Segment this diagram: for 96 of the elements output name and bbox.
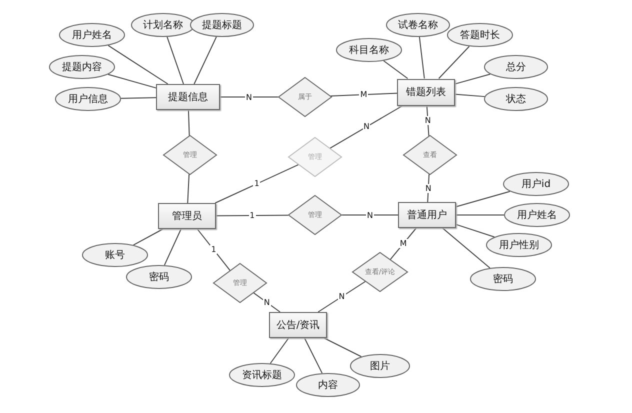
relationship-diamond bbox=[403, 135, 457, 175]
connector-line bbox=[418, 36, 425, 79]
connector-line bbox=[164, 228, 182, 266]
connector-line bbox=[108, 74, 156, 88]
attribute-ellipse bbox=[190, 13, 254, 37]
connector-line bbox=[188, 110, 190, 136]
connector-line bbox=[216, 214, 289, 216]
attribute-ellipse bbox=[55, 87, 121, 111]
cardinality-label: N bbox=[366, 210, 374, 220]
relationship-diamond bbox=[278, 77, 332, 117]
relationship-diamond bbox=[288, 195, 342, 235]
entity-box bbox=[397, 78, 455, 106]
connector-line bbox=[187, 174, 190, 204]
attribute-name: 用户id bbox=[521, 178, 551, 191]
attribute-name: 资讯标题 bbox=[242, 368, 282, 382]
attribute-ellipse bbox=[504, 203, 570, 227]
cardinality-label: 1 bbox=[210, 245, 218, 254]
cardinality-label: M bbox=[359, 90, 368, 100]
attribute-name: 账号 bbox=[105, 248, 125, 262]
attribute-name: 总分 bbox=[506, 60, 526, 74]
attribute-name: 图片 bbox=[370, 360, 390, 373]
relationship-diamond bbox=[288, 137, 342, 177]
attribute-ellipse bbox=[336, 38, 402, 62]
attribute-ellipse bbox=[229, 363, 295, 387]
connector-line bbox=[426, 105, 430, 136]
entity-name: 提题信息 bbox=[168, 90, 208, 104]
cardinality-label: 1 bbox=[253, 179, 260, 188]
connector-line bbox=[304, 338, 323, 374]
connector-line bbox=[194, 36, 217, 84]
entity-name: 公告/资讯 bbox=[276, 318, 320, 332]
attribute-name: 用户姓名 bbox=[517, 208, 557, 222]
entity-box bbox=[158, 203, 216, 229]
relationship-diamond bbox=[352, 252, 408, 292]
entity-box bbox=[156, 84, 220, 110]
attribute-ellipse bbox=[484, 55, 548, 79]
connector-line bbox=[427, 174, 430, 202]
connector-line bbox=[456, 190, 510, 208]
cardinality-label: N bbox=[338, 292, 346, 302]
attribute-ellipse bbox=[49, 55, 115, 79]
entity-name: 管理员 bbox=[172, 210, 202, 223]
attribute-ellipse bbox=[447, 23, 513, 47]
entity-name: 普通用户 bbox=[407, 208, 447, 222]
cardinality-label: 1 bbox=[248, 210, 256, 220]
attribute-name: 用户姓名 bbox=[72, 28, 112, 42]
cardinality-label: N bbox=[262, 298, 271, 307]
attribute-ellipse bbox=[126, 265, 192, 289]
connector-line bbox=[132, 228, 164, 246]
attribute-ellipse bbox=[470, 267, 536, 291]
connector-line bbox=[324, 338, 362, 358]
attribute-name: 状态 bbox=[506, 92, 526, 106]
connector-line bbox=[383, 60, 408, 79]
cardinality-label: N bbox=[245, 92, 253, 102]
cardinality-label: N bbox=[362, 122, 370, 132]
attribute-name: 密码 bbox=[493, 272, 513, 286]
connector-line bbox=[456, 214, 504, 216]
attribute-ellipse bbox=[350, 354, 410, 378]
cardinality-label: N bbox=[424, 184, 432, 193]
attribute-ellipse bbox=[503, 172, 569, 196]
attribute-name: 答题时长 bbox=[460, 28, 500, 42]
attribute-ellipse bbox=[486, 233, 552, 257]
connector-line bbox=[456, 224, 495, 238]
entity-name: 错题列表 bbox=[406, 86, 446, 99]
attribute-name: 密码 bbox=[149, 270, 169, 284]
attribute-ellipse bbox=[386, 13, 450, 37]
connector-line bbox=[342, 214, 398, 216]
attribute-name: 用户信息 bbox=[68, 92, 108, 106]
entity-box bbox=[398, 202, 456, 228]
connector-line bbox=[454, 74, 491, 84]
connector-line bbox=[454, 94, 486, 98]
connector-line bbox=[120, 97, 156, 99]
attribute-name: 科目名称 bbox=[349, 44, 389, 57]
connector-line bbox=[166, 36, 184, 84]
attribute-name: 提题标题 bbox=[202, 18, 242, 32]
attribute-ellipse bbox=[59, 23, 125, 47]
connector-line bbox=[270, 338, 290, 364]
attribute-ellipse bbox=[484, 87, 548, 111]
connector-line bbox=[196, 228, 231, 271]
connector-line bbox=[220, 96, 278, 98]
relationship-diamond bbox=[163, 135, 217, 175]
connector-line bbox=[318, 281, 366, 312]
connector-line bbox=[330, 92, 398, 96]
attribute-name: 试卷名称 bbox=[398, 18, 438, 32]
attribute-name: 计划名称 bbox=[143, 18, 183, 32]
connector-line bbox=[214, 164, 299, 204]
entity-box bbox=[269, 312, 327, 338]
cardinality-label: M bbox=[398, 239, 408, 248]
connector-line bbox=[442, 228, 490, 268]
connector-line bbox=[438, 46, 470, 79]
attribute-ellipse bbox=[82, 243, 148, 267]
connector-line bbox=[330, 105, 404, 149]
attribute-name: 提题内容 bbox=[62, 60, 102, 74]
attribute-ellipse bbox=[131, 13, 195, 37]
attribute-name: 用户性别 bbox=[499, 238, 539, 252]
cardinality-label: N bbox=[424, 116, 432, 126]
attribute-name: 内容 bbox=[318, 378, 338, 392]
attribute-ellipse bbox=[296, 373, 360, 397]
